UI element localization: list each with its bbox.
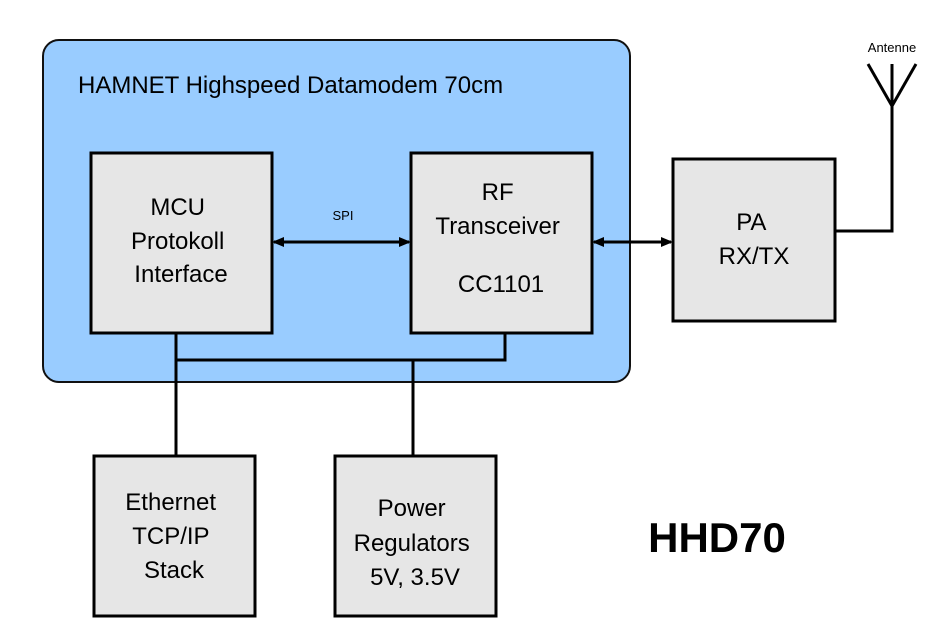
antenna-icon (866, 63, 918, 107)
power-regulators-block (333, 454, 498, 618)
ethernet-stack-label: Ethernet TCP/IP Stack (125, 489, 222, 584)
mcu-block (89, 151, 274, 335)
pa-label: PA RX/TX (719, 209, 790, 270)
module-title: HAMNET Highspeed Datamodem 70cm (78, 72, 503, 99)
internal-bus-line (174, 333, 507, 362)
ethernet-stack-block (92, 454, 257, 618)
pa-antenna-link (836, 106, 894, 233)
mcu-label: MCU Protokoll Interface (131, 194, 231, 288)
rf-transceiver-label: RF Transceiver CC1101 (435, 179, 566, 298)
rf-transceiver-block (409, 151, 594, 335)
antenna-label: Antenne (868, 40, 916, 55)
pa-block (671, 157, 837, 323)
power-regulators-label: Power Regulators 5V, 3.5V (354, 495, 477, 591)
spi-label: SPI (333, 208, 354, 223)
hhd70-brand-label: HHD70 (648, 514, 786, 561)
